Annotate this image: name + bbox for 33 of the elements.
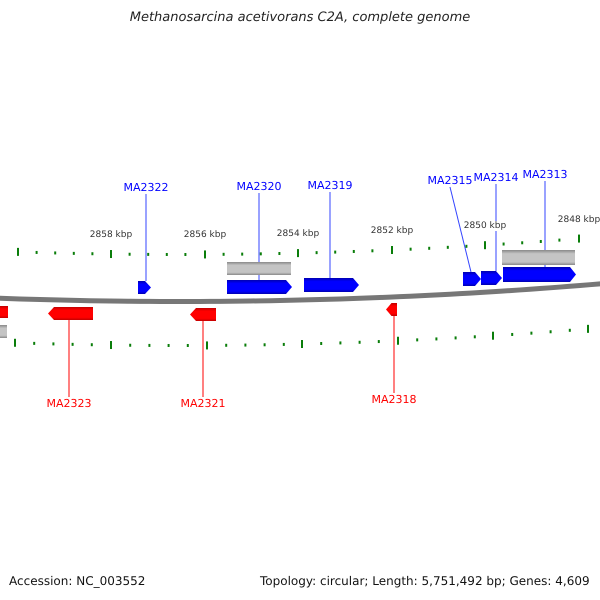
gene-label: MA2320 xyxy=(236,180,282,193)
feature-bar xyxy=(0,325,7,338)
feature-bar xyxy=(227,262,291,275)
leader-line xyxy=(202,320,204,398)
gene-label: MA2323 xyxy=(46,397,92,410)
scale-label: 2854 kbp xyxy=(276,229,320,240)
footer-text: Topology: circular; Length: 5,751,492 bp; Genes: 4,609 xyxy=(260,574,590,588)
gene-label: MA2321 xyxy=(180,397,226,410)
scale-label: 2848 kbp xyxy=(556,214,600,225)
leader-line xyxy=(68,320,70,398)
gene-block xyxy=(386,303,397,316)
gene-block xyxy=(481,271,502,285)
gene-label: MA2315 xyxy=(428,174,472,187)
leader-line xyxy=(450,186,472,272)
gene-label: MA2313 xyxy=(522,168,568,181)
title: Methanosarcina acetivorans C2A, complete genome xyxy=(128,10,472,25)
gene-block xyxy=(48,307,93,320)
gene-label: MA2314 xyxy=(474,171,518,184)
scale-label: 2850 kbp xyxy=(462,221,508,232)
gene-label: MA2318 xyxy=(372,393,416,406)
scale-label: 2856 kbp xyxy=(182,230,228,240)
gene-label: MA2322 xyxy=(124,181,168,194)
feature-bar xyxy=(502,250,575,265)
gene-block xyxy=(138,281,151,294)
gene-label: MA2319 xyxy=(308,179,352,192)
gene-block xyxy=(227,280,292,294)
gene-block xyxy=(463,272,481,286)
gene-block xyxy=(304,278,359,292)
footer-text: Accession: NC_003552 xyxy=(9,574,146,588)
gene-block xyxy=(190,308,216,321)
gene-block xyxy=(0,306,8,318)
scale-label: 2858 kbp xyxy=(88,230,134,240)
scale-label: 2852 kbp xyxy=(370,226,414,236)
